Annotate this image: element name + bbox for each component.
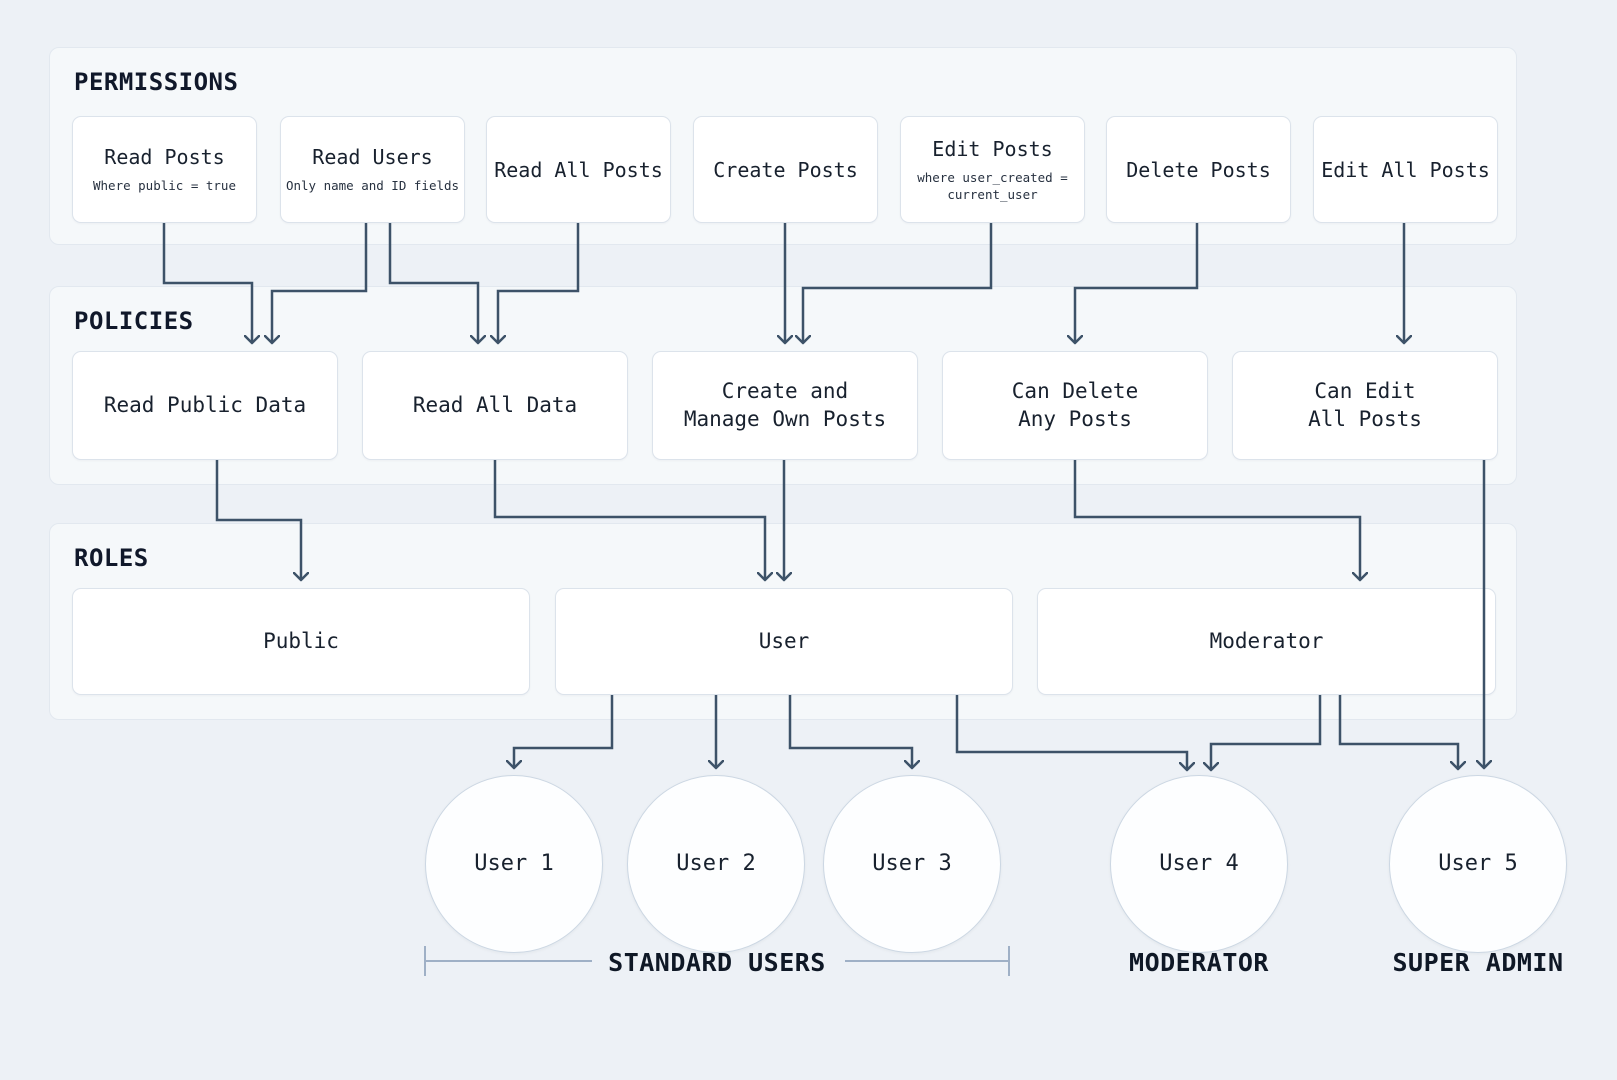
permission-label: Edit Posts: [932, 136, 1053, 161]
role-node-public: Public: [72, 588, 530, 695]
policy-node-read-all-data: Read All Data: [362, 351, 628, 460]
user-label: User 2: [676, 850, 756, 876]
user-circle-4: User 4: [1110, 775, 1288, 953]
policies-section-title: POLICIES: [74, 307, 194, 335]
policy-label: Create and Manage Own Posts: [683, 379, 887, 431]
standard-users-bracket-left-line: [425, 960, 592, 962]
role-node-user: User: [555, 588, 1013, 695]
policy-label: Can Edit All Posts: [1308, 379, 1422, 431]
user-label: User 4: [1159, 850, 1239, 876]
policy-node-create-manage-own-posts: Create and Manage Own Posts: [652, 351, 918, 460]
permission-label: Create Posts: [713, 157, 858, 182]
group-label-moderator: MODERATOR: [1129, 948, 1269, 977]
user-circle-2: User 2: [627, 775, 805, 953]
permission-note: Where public = true: [93, 178, 236, 194]
user-label: User 1: [474, 850, 554, 876]
user-circle-1: User 1: [425, 775, 603, 953]
permission-label: Read Posts: [104, 145, 225, 170]
policy-label: Can Delete Any Posts: [1011, 379, 1139, 431]
permission-note: where user_created = current_user: [917, 169, 1068, 203]
permission-node-delete-posts: Delete Posts: [1106, 116, 1291, 223]
permissions-section-title: PERMISSIONS: [74, 68, 239, 96]
permission-label: Read Users: [312, 145, 433, 170]
roles-section-title: ROLES: [74, 544, 149, 572]
permission-label: Edit All Posts: [1321, 157, 1490, 182]
permission-node-read-posts: Read Posts Where public = true: [72, 116, 257, 223]
policy-node-read-public-data: Read Public Data: [72, 351, 338, 460]
permission-label: Read All Posts: [494, 157, 663, 182]
permission-node-edit-all-posts: Edit All Posts: [1313, 116, 1498, 223]
permission-node-read-users: Read Users Only name and ID fields: [280, 116, 465, 223]
user-circle-3: User 3: [823, 775, 1001, 953]
role-node-moderator: Moderator: [1037, 588, 1496, 695]
permission-node-edit-posts: Edit Posts where user_created = current_…: [900, 116, 1085, 223]
group-label-super-admin: SUPER ADMIN: [1392, 948, 1564, 977]
permission-node-read-all-posts: Read All Posts: [486, 116, 671, 223]
permission-label: Delete Posts: [1126, 157, 1271, 182]
group-label-standard-users: STANDARD USERS: [608, 948, 826, 977]
role-label: Public: [263, 628, 339, 653]
role-label: Moderator: [1209, 628, 1324, 653]
user-circle-5: User 5: [1389, 775, 1567, 953]
policy-node-can-edit-all-posts: Can Edit All Posts: [1232, 351, 1498, 460]
user-label: User 5: [1438, 850, 1518, 876]
policy-label: Read All Data: [412, 392, 578, 417]
permission-note: Only name and ID fields: [285, 178, 460, 194]
standard-users-bracket-left-tick: [424, 946, 426, 976]
standard-users-bracket-right-line: [845, 960, 1009, 962]
policy-node-can-delete-any-posts: Can Delete Any Posts: [942, 351, 1208, 460]
permission-node-create-posts: Create Posts: [693, 116, 878, 223]
policy-label: Read Public Data: [103, 392, 307, 417]
role-label: User: [758, 628, 810, 653]
user-label: User 3: [872, 850, 952, 876]
standard-users-bracket-right-tick: [1008, 946, 1010, 976]
